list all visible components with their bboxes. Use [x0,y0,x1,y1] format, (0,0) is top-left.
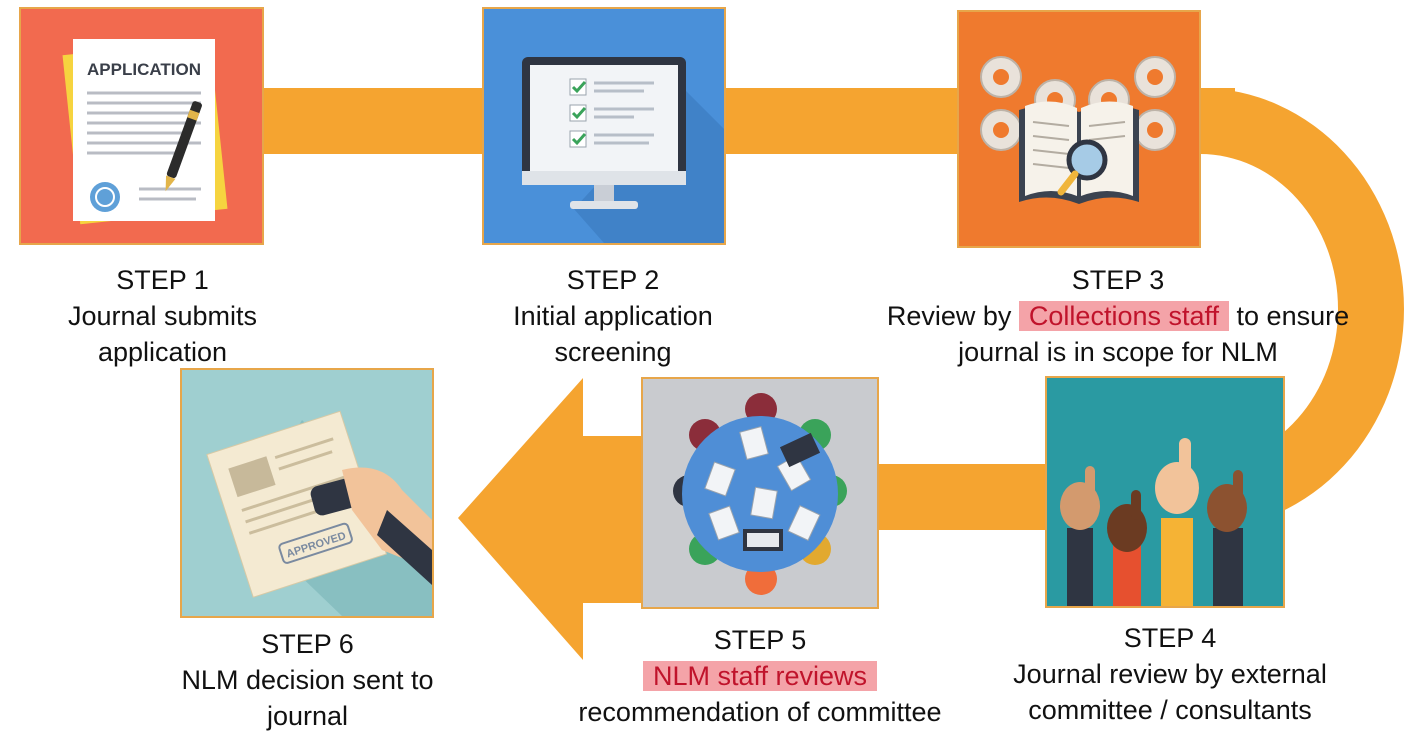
step5-card [641,377,879,609]
u-turn-connector [1200,88,1404,530]
step2-desc: Initial application screening [513,301,713,367]
approved-stamp-icon: APPROVED [206,410,432,616]
step6-caption: STEP 6 NLM decision sent to journal [140,626,475,734]
step3-caption: STEP 3 Review by Collections staff to en… [858,262,1378,370]
step6-card: APPROVED [180,368,434,618]
step4-desc: Journal review by external committee / c… [1013,659,1327,725]
meeting-table-icon [673,393,847,595]
step5-caption: STEP 5 NLM staff reviews recommendation … [540,622,980,730]
step1-title: STEP 1 [116,265,209,295]
step2-caption: STEP 2 Initial application screening [468,262,758,370]
step4-title: STEP 4 [1123,623,1217,653]
step3-desc-before: Review by [886,301,1019,331]
left-arrow-head [458,378,650,660]
step2-title: STEP 2 [566,265,660,295]
step3-desc-highlight: Collections staff [1018,301,1230,331]
step3-desc-line2: journal is in scope for NLM [958,337,1278,367]
step1-desc: Journal submits application [67,301,258,367]
step3-card [957,10,1201,248]
step1-caption: STEP 1 Journal submits application [30,262,295,370]
monitor-checklist-icon [522,57,724,243]
step5-title: STEP 5 [713,625,807,655]
step4-caption: STEP 4 Journal review by external commit… [975,620,1365,728]
step5-desc-line2: recommendation of committee [578,697,942,727]
thumbs-up-hands-icon [1060,438,1247,606]
step3-desc-after: to ensure [1229,301,1350,331]
application-form-icon: APPLICATION [62,39,228,225]
step2-card [482,7,726,245]
step1-card: APPLICATION [19,7,264,245]
step6-desc: NLM decision sent to journal [181,665,434,731]
step6-title: STEP 6 [261,629,354,659]
step4-card [1045,376,1285,608]
form-heading: APPLICATION [87,60,201,79]
book-gears-magnifier-icon [980,56,1176,204]
step5-desc-highlight: NLM staff reviews [642,661,878,691]
step3-title: STEP 3 [1071,265,1165,295]
